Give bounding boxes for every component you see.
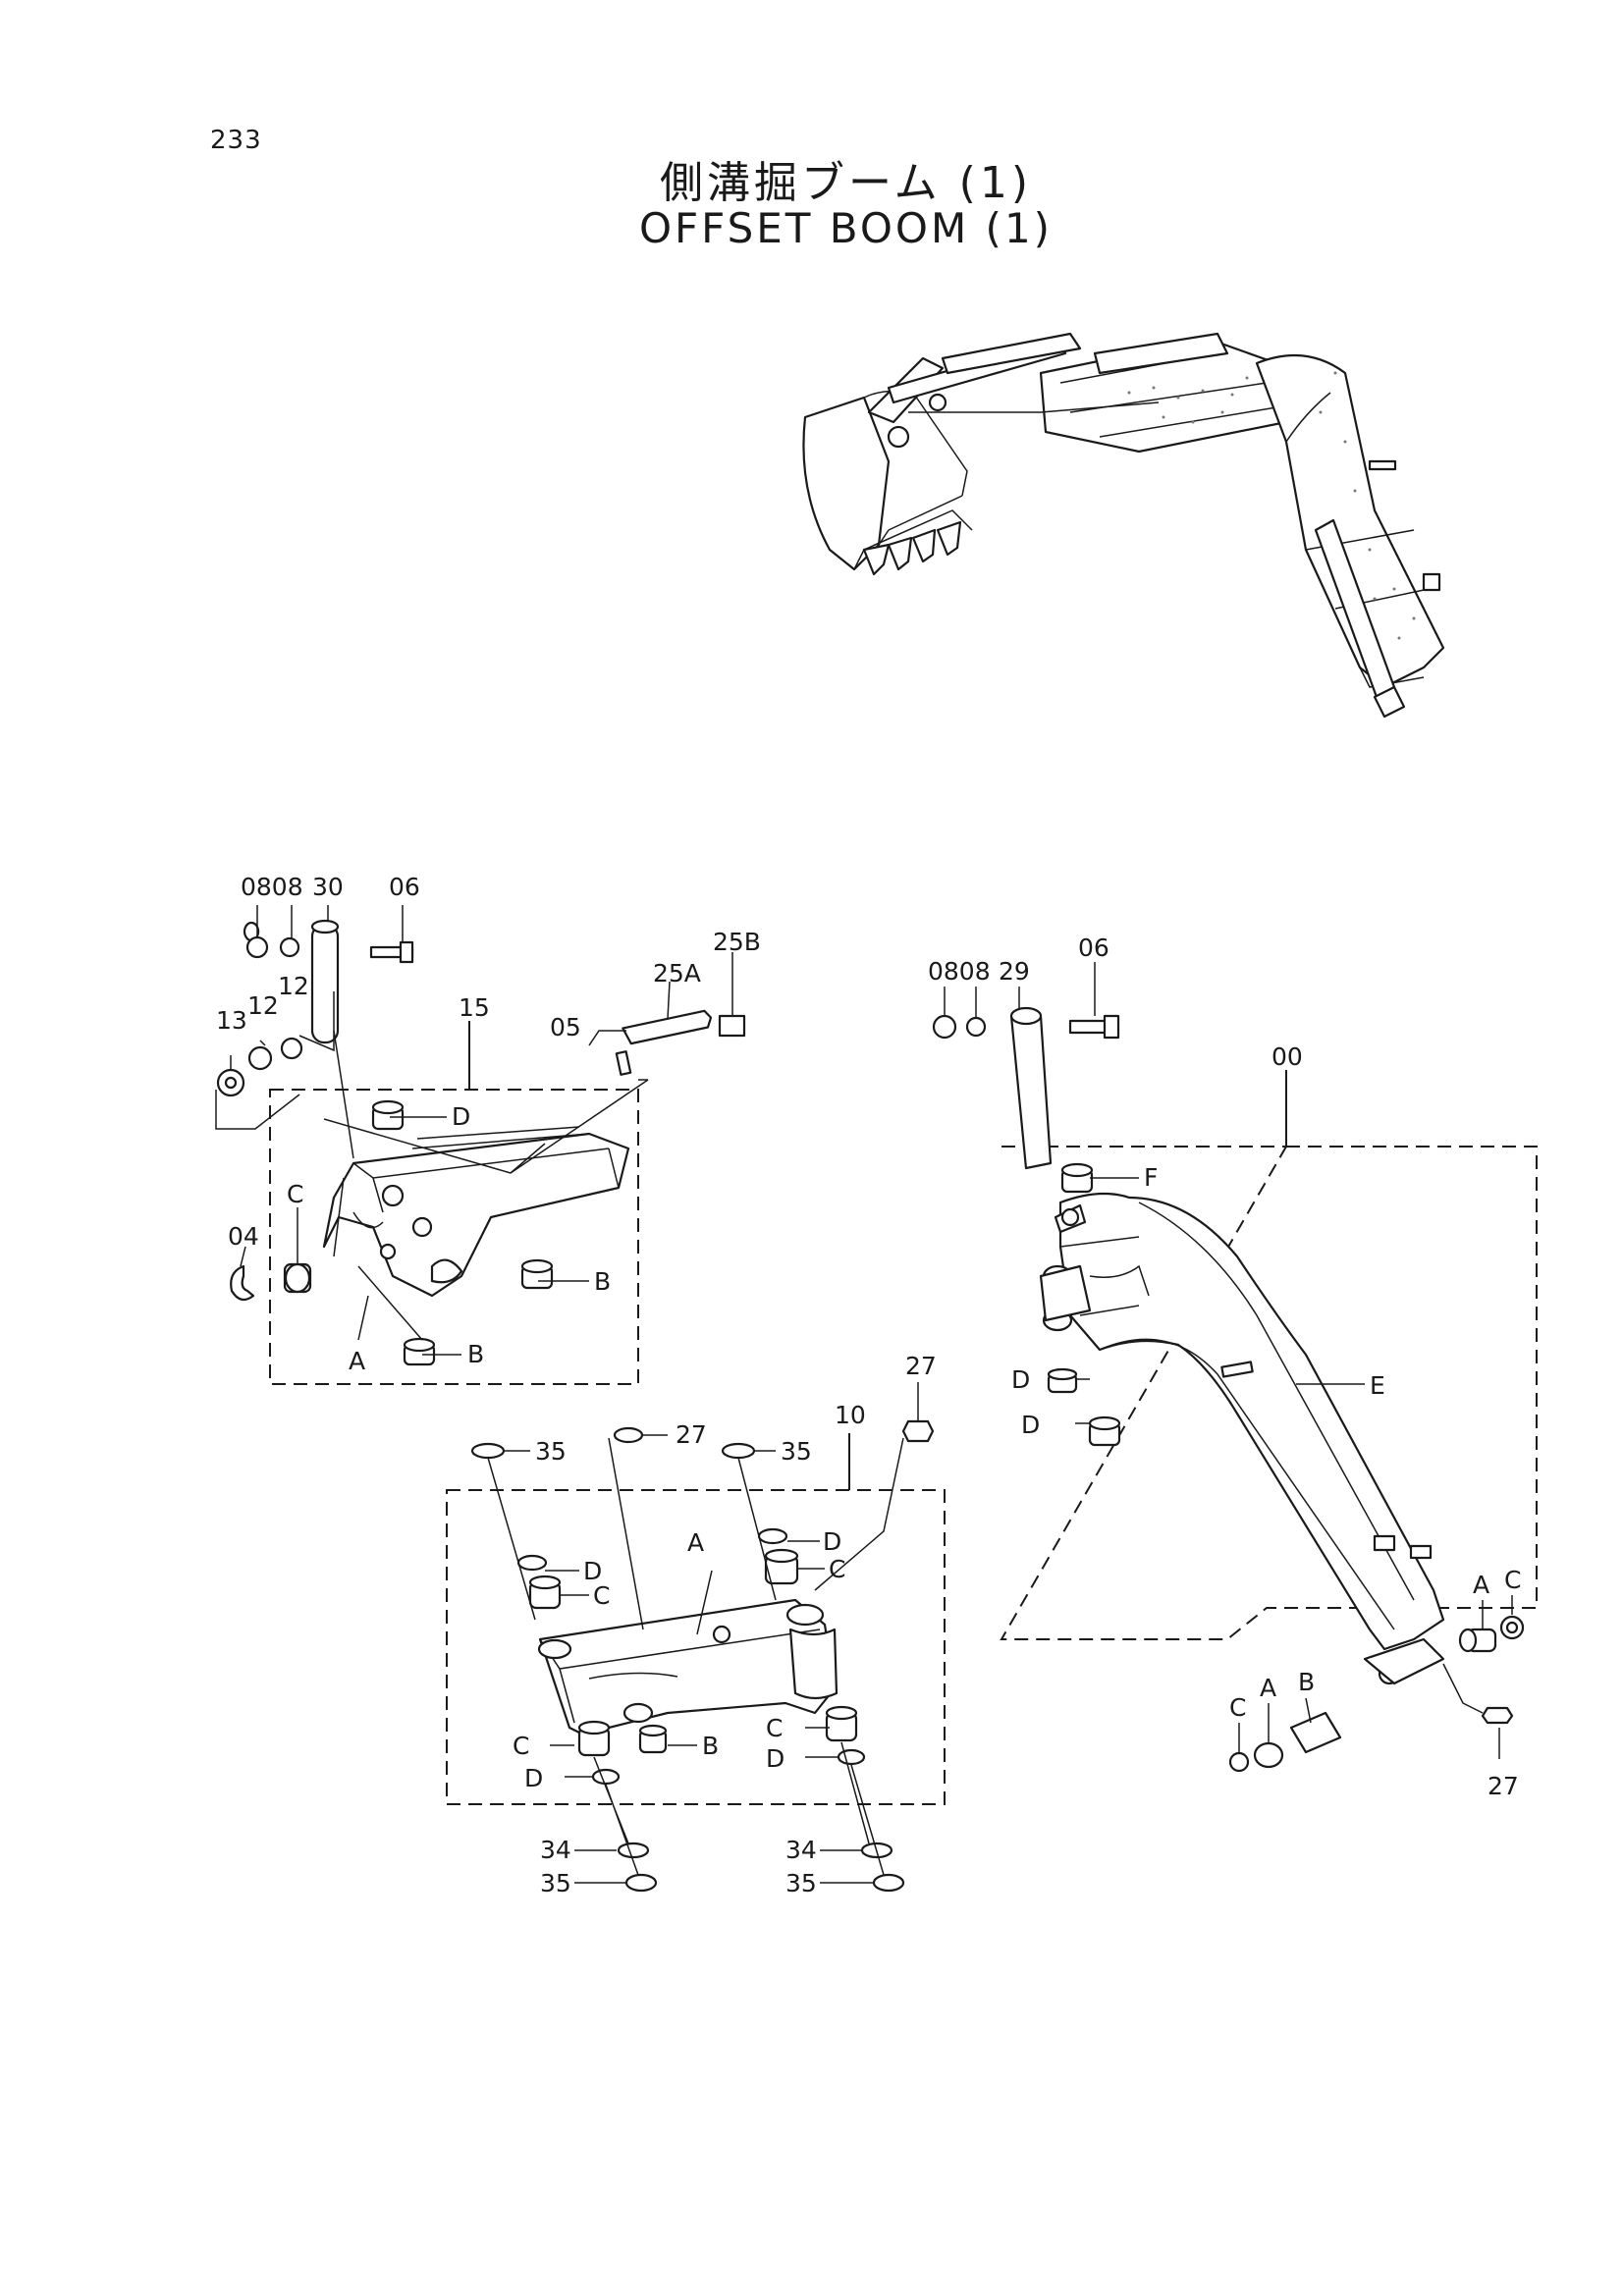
callout-25a: 25A [653, 959, 701, 988]
group00-letter-c-1: C [1504, 1566, 1521, 1594]
group10-letter-c-3: C [513, 1732, 529, 1760]
group10-letter-b: B [702, 1732, 719, 1760]
callout-05: 05 [550, 1013, 581, 1041]
group15-letter-b-2: B [467, 1340, 484, 1368]
callout-10: 10 [835, 1401, 866, 1429]
callout-34-left: 34 [540, 1836, 571, 1864]
group00-letter-b: B [1298, 1668, 1315, 1696]
group10-letter-c-4: C [766, 1714, 783, 1742]
group15-letter-d: D [452, 1102, 470, 1131]
group-15-dashed-frame [269, 1089, 639, 1385]
callout-35-top-left: 35 [535, 1437, 567, 1466]
callout-0808-left: 0808 [241, 873, 303, 901]
title-english: OFFSET BOOM (1) [638, 204, 1054, 252]
callout-35-bottom-right: 35 [785, 1869, 817, 1897]
callout-25b: 25B [713, 928, 761, 956]
group-10-dashed-frame [446, 1489, 946, 1805]
title-japanese: 側溝掘ブーム (1) [660, 158, 1032, 208]
group15-letter-b-1: B [594, 1267, 611, 1296]
callout-35-bottom-left: 35 [540, 1869, 571, 1897]
callout-27-mid: 27 [676, 1420, 707, 1449]
group10-letter-c-1: C [593, 1581, 610, 1610]
callout-0808-right: 0808 [928, 957, 991, 986]
callout-15: 15 [459, 993, 490, 1022]
group00-letter-a-1: A [1473, 1571, 1489, 1599]
callout-04: 04 [228, 1222, 259, 1251]
callout-labels: 0808 30 06 25B 25A 05 13 12 12 15 04 C D… [216, 873, 1521, 1897]
page-number: 233 [210, 126, 262, 155]
group10-letter-d-1: D [583, 1557, 602, 1585]
callout-13: 13 [216, 1006, 247, 1035]
callout-12-b: 12 [278, 972, 309, 1000]
callout-27-right: 27 [1488, 1772, 1519, 1800]
group00-letter-d-2: D [1021, 1411, 1040, 1439]
callout-12-a: 12 [247, 991, 279, 1020]
callout-00: 00 [1271, 1042, 1303, 1071]
group10-letter-c-2: C [829, 1555, 845, 1583]
group00-letter-d-1: D [1011, 1365, 1030, 1394]
group10-letter-a: A [687, 1528, 704, 1557]
group00-letter-e: E [1370, 1371, 1385, 1400]
group-10-swing-bracket [446, 1382, 946, 1893]
callout-34-right: 34 [785, 1836, 817, 1864]
group-00-offset-boom [932, 962, 1538, 1773]
callout-29: 29 [999, 957, 1030, 986]
group00-letter-c-2: C [1229, 1693, 1246, 1722]
group10-letter-d-4: D [766, 1744, 784, 1773]
callout-35-top-right: 35 [781, 1437, 812, 1466]
group-15-bracket-assembly [215, 905, 746, 1385]
group00-letter-a-2: A [1260, 1674, 1276, 1702]
callout-06-right: 06 [1078, 934, 1109, 962]
group00-letter-f: F [1144, 1163, 1158, 1192]
group15-letter-a: A [349, 1347, 365, 1375]
callout-27-top: 27 [905, 1352, 937, 1380]
group10-letter-d-3: D [524, 1764, 543, 1792]
group10-letter-d-2: D [823, 1527, 841, 1556]
callout-30: 30 [312, 873, 344, 901]
group15-letter-c: C [287, 1180, 303, 1208]
overview-excavator-illustration [802, 332, 1445, 719]
callout-06-left: 06 [389, 873, 420, 901]
